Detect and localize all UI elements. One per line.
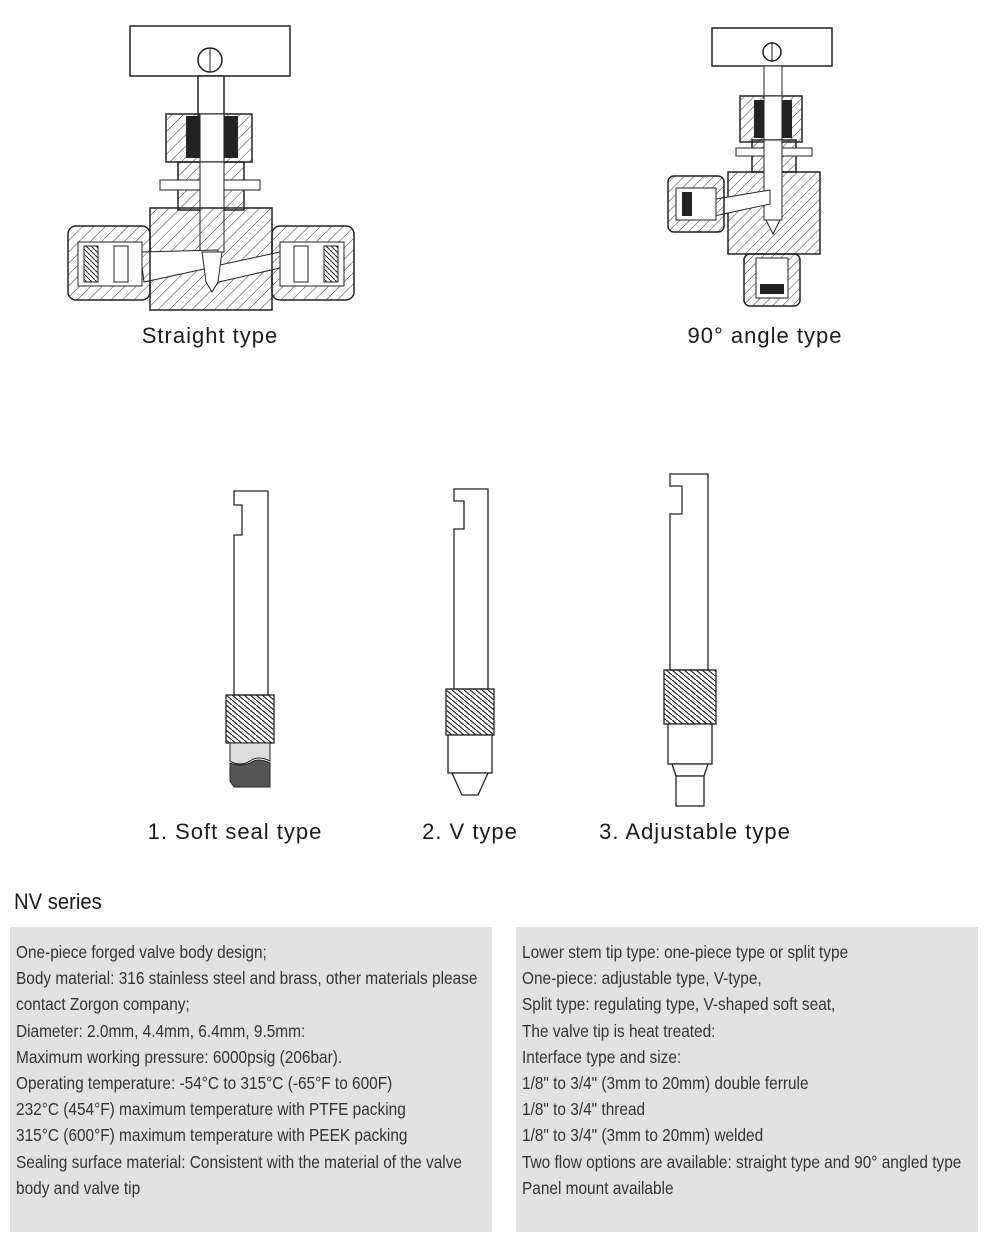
straight-type-caption: Straight type (141, 323, 279, 348)
soft-seal-stem-drawing (225, 490, 275, 788)
angle-type-caption: 90° angle type (687, 323, 843, 348)
straight-valve-drawing (67, 25, 355, 311)
spec-line: Operating temperature: -54°C to 315°C (-… (16, 1073, 393, 1094)
spec-box-left: One-piece forged valve body design; Body … (10, 927, 492, 1232)
spec-line: Sealing surface material: Consistent wit… (16, 1151, 462, 1172)
spec-line: Body material: 316 stainless steel and b… (16, 968, 478, 989)
spec-line: 232°C (454°F) maximum temperature with P… (16, 1099, 406, 1120)
angle-valve-drawing (667, 27, 833, 307)
spec-box-right: Lower stem tip type: one-piece type or s… (516, 927, 978, 1232)
v-type-stem-drawing (445, 488, 495, 796)
soft-seal-caption: 1. Soft seal type (147, 819, 323, 844)
series-title: NV series (14, 889, 102, 914)
spec-line: 1/8" to 3/4" (3mm to 20mm) double ferrul… (522, 1073, 809, 1094)
spec-line: Lower stem tip type: one-piece type or s… (522, 942, 849, 962)
spec-line: contact Zorgon company; (16, 994, 190, 1015)
spec-line: Split type: regulating type, V-shaped so… (522, 994, 836, 1015)
spec-line: 1/8" to 3/4" thread (522, 1099, 646, 1120)
spec-line: 315°C (600°F) maximum temperature with P… (16, 1125, 408, 1146)
spec-line: Diameter: 2.0mm, 4.4mm, 6.4mm, 9.5mm: (16, 1020, 306, 1041)
adjustable-caption: 3. Adjustable type (599, 819, 791, 844)
spec-line: body and valve tip (16, 1177, 141, 1198)
spec-line: Panel mount available (522, 1177, 674, 1198)
spec-line: Two flow options are available: straight… (522, 1151, 962, 1172)
spec-line: Interface type and size: (522, 1046, 682, 1067)
spec-line: The valve tip is heat treated: (522, 1020, 716, 1041)
spec-line: Maximum working pressure: 6000psig (206b… (16, 1046, 343, 1067)
spec-line: One-piece forged valve body design; (16, 942, 267, 962)
adjustable-stem-drawing (663, 473, 717, 807)
spec-line: 1/8" to 3/4" (3mm to 20mm) welded (522, 1125, 764, 1146)
v-type-caption: 2. V type (422, 819, 518, 844)
spec-line: One-piece: adjustable type, V-type, (522, 968, 762, 989)
